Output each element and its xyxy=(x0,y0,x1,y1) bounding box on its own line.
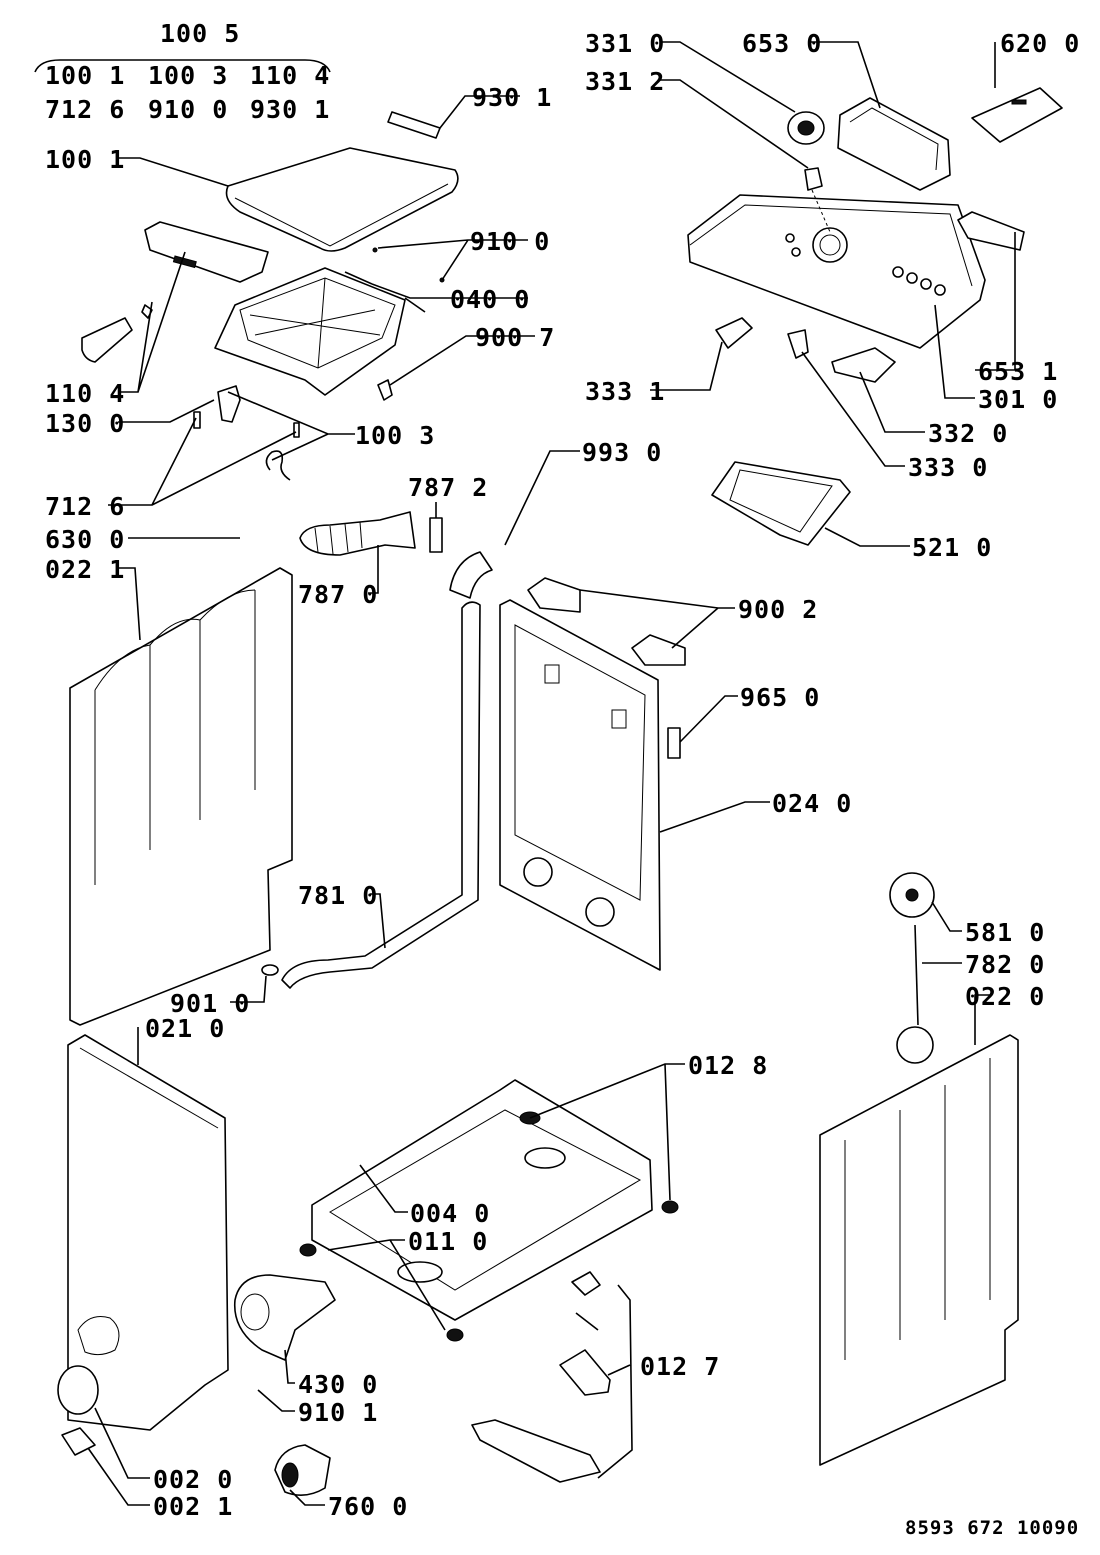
callout-760-0: 760 0 xyxy=(328,1492,408,1521)
kit-item: 930 1 xyxy=(250,95,330,124)
callout-004-0: 004 0 xyxy=(410,1199,490,1228)
part-drawing-pump-filter xyxy=(274,1444,331,1496)
callout-521-0: 521 0 xyxy=(912,533,992,562)
callout-100-1: 100 1 xyxy=(45,145,125,174)
callout-993-0: 993 0 xyxy=(582,438,662,467)
callout-130-0: 130 0 xyxy=(45,409,125,438)
callout-022-1: 022 1 xyxy=(45,555,125,584)
callout-653-1: 653 1 xyxy=(978,357,1058,386)
kit-item: 910 0 xyxy=(148,95,228,124)
callout-787-2: 787 2 xyxy=(408,473,488,502)
part-drawing-knob xyxy=(787,111,831,233)
callout-labels: 930 1 100 1 910 0 040 0 900 7 110 4 130 … xyxy=(45,29,1080,1521)
kit-title: 100 5 xyxy=(160,19,240,48)
kit-item: 100 1 xyxy=(45,61,125,90)
part-drawing-drain-hose xyxy=(261,601,481,989)
part-drawing-control-panel xyxy=(687,194,986,349)
leader-lines xyxy=(87,41,1016,1506)
callout-782-0: 782 0 xyxy=(965,950,1045,979)
part-drawing-panel-bracket xyxy=(837,97,951,191)
part-drawing-pulley xyxy=(889,872,935,1064)
callout-331-0: 331 0 xyxy=(585,29,665,58)
callout-901-0: 901 0 xyxy=(170,989,250,1018)
callout-012-7: 012 7 xyxy=(640,1352,720,1381)
callout-910-1: 910 1 xyxy=(298,1398,378,1427)
callout-332-0: 332 0 xyxy=(928,419,1008,448)
callout-012-8: 012 8 xyxy=(688,1051,768,1080)
callout-021-0: 021 0 xyxy=(145,1014,225,1043)
part-drawing-switch-block xyxy=(957,211,1025,251)
callout-333-0: 333 0 xyxy=(908,453,988,482)
callout-630-0: 630 0 xyxy=(45,525,125,554)
part-drawing-detergent-tray xyxy=(711,461,851,546)
callout-900-2: 900 2 xyxy=(738,595,818,624)
part-drawing-lid-strip xyxy=(387,111,441,139)
part-drawing-side-panel-right xyxy=(819,1034,1019,1466)
part-drawing-side-panel-left xyxy=(69,567,293,1026)
part-drawing-suspension xyxy=(471,1271,611,1483)
callout-910-0: 910 0 xyxy=(470,227,550,256)
callout-930-1: 930 1 xyxy=(472,83,552,112)
part-drawing-hinge xyxy=(81,304,153,363)
part-drawing-base-frame xyxy=(311,1079,653,1321)
callout-301-0: 301 0 xyxy=(978,385,1058,414)
kit-item: 712 6 xyxy=(45,95,125,124)
part-drawing-hose-elbow xyxy=(449,551,493,599)
part-drawing-front-panel xyxy=(67,1034,229,1431)
callout-781-0: 781 0 xyxy=(298,881,378,910)
callout-333-1: 333 1 xyxy=(585,377,665,406)
callout-965-0: 965 0 xyxy=(740,683,820,712)
part-drawing-clips xyxy=(527,577,686,759)
callout-712-6: 712 6 xyxy=(45,492,125,521)
kit-item: 110 4 xyxy=(250,61,330,90)
callout-024-0: 024 0 xyxy=(772,789,852,818)
part-drawing-service-cover xyxy=(57,1365,99,1456)
kit-item: 100 3 xyxy=(148,61,228,90)
callout-900-7: 900 7 xyxy=(475,323,555,352)
part-drawing-pcb xyxy=(971,87,1063,143)
callout-110-4: 110 4 xyxy=(45,379,125,408)
part-drawing-buttons xyxy=(715,317,896,383)
callout-653-0: 653 0 xyxy=(742,29,822,58)
callout-787-0: 787 0 xyxy=(298,580,378,609)
callout-040-0: 040 0 xyxy=(450,285,530,314)
part-drawing-lid-frame xyxy=(214,267,406,396)
callout-100-3: 100 3 xyxy=(355,421,435,450)
part-drawing-lid-trim xyxy=(144,221,269,283)
callout-002-0: 002 0 xyxy=(153,1465,233,1494)
callout-620-0: 620 0 xyxy=(1000,29,1080,58)
callout-022-0: 022 0 xyxy=(965,982,1045,1011)
callout-331-2: 331 2 xyxy=(585,67,665,96)
kit-brace xyxy=(34,59,331,73)
kit-list: 100 5 100 1 100 3 110 4 712 6 910 0 930 … xyxy=(34,19,331,124)
callout-430-0: 430 0 xyxy=(298,1370,378,1399)
callout-011-0: 011 0 xyxy=(408,1227,488,1256)
part-drawing-rear-frame xyxy=(499,599,661,971)
drawing-number: 8593 672 10090 xyxy=(905,1517,1079,1539)
part-drawing-lid xyxy=(225,147,459,252)
callout-581-0: 581 0 xyxy=(965,918,1045,947)
part-drawing-pump xyxy=(233,1274,336,1361)
callout-002-1: 002 1 xyxy=(153,1492,233,1521)
part-drawing-bellows-hose xyxy=(299,511,443,556)
